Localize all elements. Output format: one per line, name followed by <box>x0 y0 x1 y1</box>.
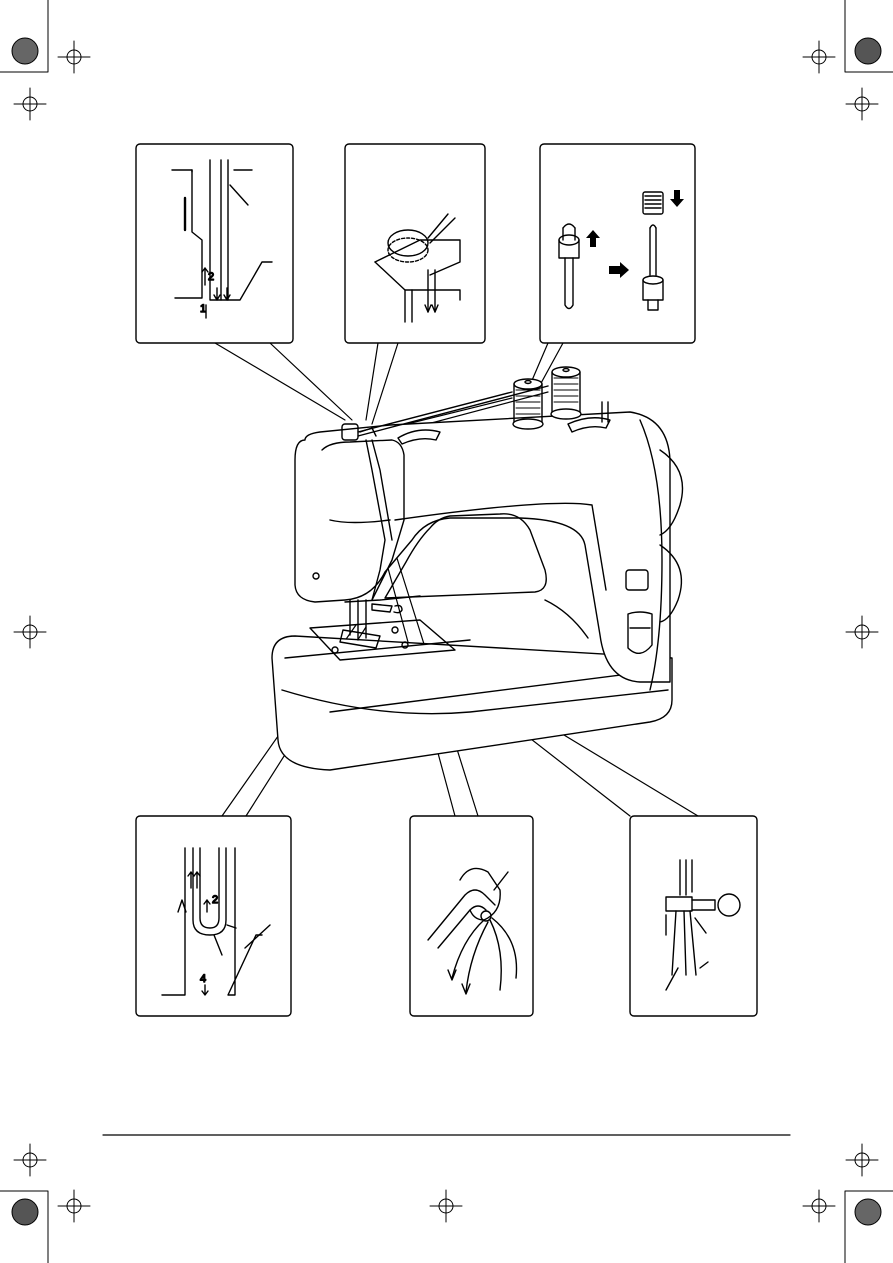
swatch-top-right <box>855 38 881 64</box>
label-step-2: 2 <box>212 894 218 906</box>
crosshair-mid-left <box>14 616 46 648</box>
crosshair-top-4 <box>846 88 878 120</box>
detail-box-lower-left: 2 4 <box>136 816 291 1016</box>
thread-spool-front <box>513 379 543 429</box>
crosshair-top-2 <box>14 88 46 120</box>
crosshair-bot-5 <box>846 1144 878 1176</box>
detail-box-upper-left: 2 1 <box>136 144 293 343</box>
detail-box-upper-center <box>345 144 485 343</box>
crosshair-bot-4 <box>803 1190 835 1222</box>
label-step-1: 1 <box>200 303 206 315</box>
detail-box-lower-right <box>630 816 757 1016</box>
crosshair-bot-2 <box>58 1190 90 1222</box>
crosshair-top-1 <box>58 41 90 73</box>
swatch-bottom-left <box>12 1199 38 1225</box>
sewing-machine <box>272 367 683 770</box>
crosshair-top-3 <box>803 41 835 73</box>
label-step-2: 2 <box>208 271 214 283</box>
detail-box-upper-right <box>540 144 695 343</box>
crosshair-mid-right <box>846 616 878 648</box>
label-step-4: 4 <box>200 973 206 985</box>
crosshair-bot-3 <box>430 1190 462 1222</box>
swatch-bottom-right <box>855 1199 881 1225</box>
swatch-top-left <box>12 38 38 64</box>
detail-box-lower-center <box>410 816 533 1016</box>
thread-spool-back <box>551 367 581 419</box>
crosshair-bot-1 <box>14 1144 46 1176</box>
